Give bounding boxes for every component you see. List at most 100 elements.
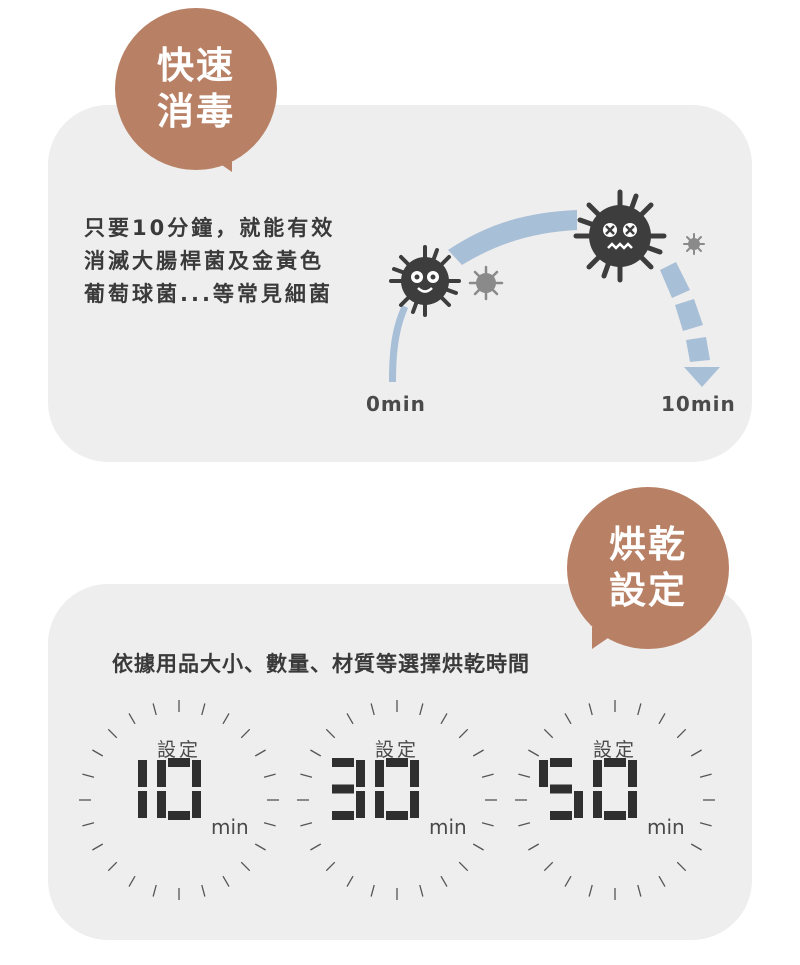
dry-setting-badge: 烘乾 設定 [567,487,729,649]
dial-tick [82,822,95,827]
dial-tick [637,884,642,897]
dial-unit: min [647,815,685,839]
digit-segment [332,784,354,794]
digit-segment [375,760,384,787]
dial-tick [310,749,322,757]
dial-tick [240,728,251,739]
dial-tick [528,749,540,757]
dial-tick [263,822,276,827]
dial-label: 設定 [156,739,201,761]
dial-tick [254,749,266,757]
sterilize-description: 只要10分鐘，就能有效 消滅大腸桿菌及金黃色 葡萄球菌...等常見細菌 [84,212,335,311]
digit-segment [138,760,147,787]
dial-label: 設定 [592,739,637,761]
dial-tick [152,884,157,897]
badge-line-1: 快速 [157,44,235,87]
dial-tick [300,773,313,778]
dial-tick [658,713,666,725]
digit-segment [192,760,201,787]
dry-setting-description: 依據用品大小、數量、材質等選擇烘乾時間 [112,652,530,676]
dial-unit: min [211,815,249,839]
dial-tick [240,861,251,872]
desc-line: 消滅大腸桿菌及金黃色 [84,249,324,273]
dial-tick [676,728,687,739]
dial-tick [346,875,354,887]
dial-tick [82,773,95,778]
dial-tick [325,728,336,739]
digit-segment [410,760,419,787]
desc-line: 只要10分鐘，就能有效 [84,216,336,240]
dial-tick [690,749,702,757]
dial-tick [419,884,424,897]
dial-tick [440,875,448,887]
dial-tick [518,822,531,827]
dial-tick [92,749,104,757]
dial-tick [128,713,136,725]
dial-tick [310,843,322,851]
digit-segment [356,791,365,818]
digit-segment [410,791,419,818]
dial-unit: min [429,815,467,839]
dial-tick [254,843,266,851]
dial-ticks [79,700,279,900]
dial-30-min: 設定 min [287,690,507,910]
badge-line-1: 烘乾 [609,523,687,566]
dial-tick [528,843,540,851]
dial-tick [518,773,531,778]
dial-tick [637,703,642,716]
digit-segment [192,791,201,818]
digit-segment [332,811,354,820]
dial-tick [107,861,118,872]
time-end-label: 10min [661,392,736,416]
sterilize-panel [48,105,752,462]
time-start-label: 0min [366,392,426,416]
dial-tick [472,749,484,757]
digit-segment [604,758,626,767]
digit-segment [157,760,166,787]
dial-tick [676,861,687,872]
dial-digits [332,758,419,820]
dial-ticks [297,700,497,900]
dial-tick [481,822,494,827]
digit-segment [386,758,408,767]
dial-tick [699,773,712,778]
dial-tick [107,728,118,739]
small-germ-icon [683,233,705,255]
desc-line: 葡萄球菌...等常見細菌 [84,282,333,306]
dial-tick [222,875,230,887]
digit-segment [593,760,602,787]
dial-tick [564,713,572,725]
dial-tick [543,728,554,739]
dial-tick [481,773,494,778]
digit-segment [138,791,147,818]
dial-tick [201,703,206,716]
dial-tick [472,843,484,851]
dial-tick [152,703,157,716]
dial-tick [588,884,593,897]
dial-tick [458,728,469,739]
dial-tick [419,703,424,716]
digit-segment [375,791,384,818]
digit-segment [539,760,548,787]
digit-segment [574,791,583,818]
dial-tick [346,713,354,725]
dial-tick [263,773,276,778]
small-germ-icon [468,265,504,301]
dial-tick [699,822,712,827]
digit-segment [550,758,572,767]
germ-happy-icon [389,245,461,317]
dial-ticks [515,700,715,900]
digit-segment [168,811,190,820]
digit-segment [628,791,637,818]
digit-segment [604,811,626,820]
dial-tick [370,884,375,897]
dial-label: 設定 [374,739,419,761]
digit-segment [157,791,166,818]
dial-tick [128,875,136,887]
dial-10-min: 設定 min [69,690,289,910]
digit-segment [550,811,572,820]
digit-segment [386,811,408,820]
dial-tick [690,843,702,851]
dial-tick [92,843,104,851]
dial-tick [564,875,572,887]
